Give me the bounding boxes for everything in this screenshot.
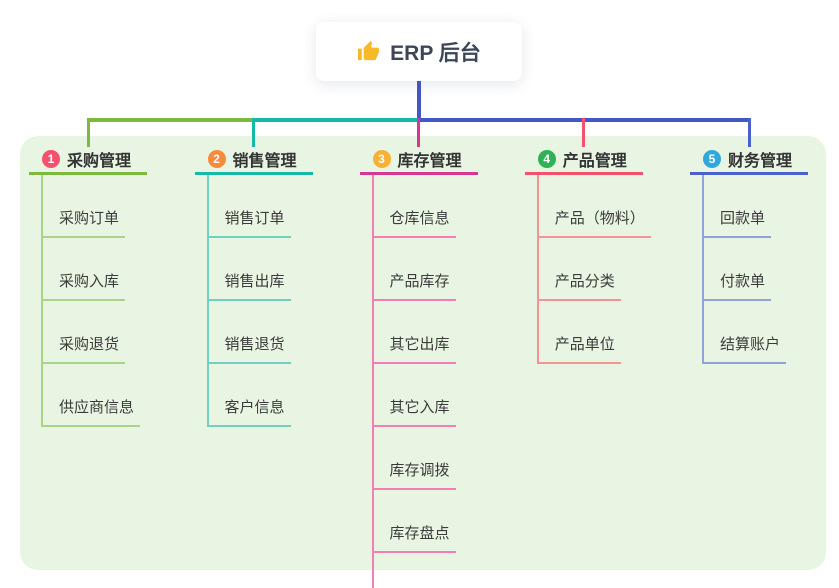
child-topic-label: 客户信息 — [224, 399, 285, 416]
branch-number-badge: 3 — [372, 150, 391, 168]
branch-topic[interactable]: 4 产品管理 — [524, 146, 643, 175]
child-topic[interactable]: 采购订单 — [43, 175, 126, 238]
child-topic[interactable]: 库存调拨 — [373, 427, 456, 490]
child-topic-label: 产品（物料） — [554, 210, 645, 227]
branch-number-badge: 5 — [703, 150, 721, 168]
child-topic[interactable]: 其它出库 — [373, 301, 456, 364]
child-topic[interactable]: 付款单 — [704, 238, 772, 301]
branch-drop-line — [582, 118, 586, 147]
root-drop-line — [417, 81, 421, 122]
branch-title: 销售管理 — [232, 153, 297, 170]
branch-number-badge: 2 — [207, 150, 226, 168]
child-topic[interactable]: 供应商信息 — [43, 364, 141, 427]
child-topic[interactable]: 结算账户 — [704, 301, 787, 364]
root-topic[interactable]: ERP 后台 — [316, 22, 522, 81]
child-topic-label: 库存调拨 — [389, 462, 450, 479]
child-topic-label: 其它入库 — [389, 399, 450, 416]
child-topic-label: 供应商信息 — [59, 399, 135, 416]
branch-children: 回款单付款单结算账户 — [702, 175, 808, 364]
branch-topic[interactable]: 2 销售管理 — [194, 146, 313, 175]
branch: 4 产品管理 产品（物料） 产品分类产品单位 — [524, 146, 651, 364]
child-topic[interactable]: 客户信息 — [208, 364, 291, 427]
thumbs-up-icon — [357, 40, 380, 63]
child-topic[interactable]: 出库库明细 — [374, 553, 471, 588]
branch-topic[interactable]: 5 财务管理 — [690, 146, 808, 175]
child-topic[interactable]: 其它入库 — [373, 364, 456, 427]
child-topic[interactable]: 产品单位 — [538, 301, 621, 364]
branch-topic[interactable]: 3 库存管理 — [359, 146, 478, 175]
branch-number-badge: 1 — [42, 150, 60, 168]
child-topic-label: 产品单位 — [554, 336, 615, 353]
branch: 3 库存管理 仓库信息产品库存其它出库其它入库库存调拨库存盘点出库库明细 — [359, 146, 478, 588]
branch-children: 产品（物料） 产品分类产品单位 — [536, 175, 651, 364]
child-topic[interactable]: 销售订单 — [208, 175, 291, 238]
branch: 5 财务管理 回款单付款单结算账户 — [690, 146, 808, 364]
child-topic[interactable]: 回款单 — [704, 175, 772, 238]
child-topic[interactable]: 仓库信息 — [373, 175, 456, 238]
branch-title: 采购管理 — [67, 153, 132, 170]
child-topic-label: 采购入库 — [59, 273, 120, 290]
connector-segment — [86, 118, 254, 122]
branch: 2 销售管理 销售订单销售出库销售退货客户信息 — [194, 146, 313, 427]
branch-children: 销售订单销售出库销售退货客户信息 — [206, 175, 313, 427]
child-topic[interactable]: 销售出库 — [208, 238, 291, 301]
branch-title: 产品管理 — [562, 153, 627, 170]
branch-children: 采购订单采购入库采购退货供应商信息 — [41, 175, 147, 427]
branch-drop-line — [747, 118, 751, 147]
child-topic-label: 库存盘点 — [389, 525, 450, 542]
branch-title: 财务管理 — [728, 153, 793, 170]
child-topic[interactable]: 产品库存 — [373, 238, 456, 301]
child-topic-label: 回款单 — [720, 210, 766, 227]
branch-drop-line — [252, 118, 255, 147]
branch-number-badge: 4 — [537, 150, 556, 168]
connector-segment — [252, 118, 419, 122]
branch-drop-line — [86, 118, 90, 147]
child-topic[interactable]: 采购退货 — [43, 301, 126, 364]
child-topic[interactable]: 采购入库 — [43, 238, 126, 301]
child-topic-label: 其它出库 — [389, 336, 450, 353]
child-topic-label: 仓库信息 — [389, 210, 450, 227]
child-topic[interactable]: 销售退货 — [208, 301, 291, 364]
child-topic-label: 付款单 — [720, 273, 766, 290]
child-topic[interactable]: 库存盘点 — [373, 490, 456, 553]
branch-children: 仓库信息产品库存其它出库其它入库库存调拨库存盘点出库库明细 — [371, 175, 478, 588]
child-topic-label: 采购订单 — [59, 210, 120, 227]
child-topic-label: 销售出库 — [224, 273, 285, 290]
child-topic-label: 销售退货 — [224, 336, 285, 353]
child-topic-label: 产品库存 — [389, 273, 450, 290]
branch-drop-line — [417, 118, 420, 147]
child-topic-label: 采购退货 — [59, 336, 120, 353]
child-topic[interactable]: 产品分类 — [538, 238, 621, 301]
root-topic-label: ERP 后台 — [390, 41, 481, 65]
branch-topic[interactable]: 1 采购管理 — [29, 146, 147, 175]
branches-background-panel — [20, 136, 826, 570]
child-topic-label: 销售订单 — [224, 210, 285, 227]
child-topic-label: 结算账户 — [720, 336, 781, 353]
child-topic-label: 产品分类 — [554, 273, 615, 290]
branch: 1 采购管理 采购订单采购入库采购退货供应商信息 — [29, 146, 147, 427]
branch-title: 库存管理 — [397, 153, 462, 170]
child-topic[interactable]: 产品（物料） — [538, 175, 651, 238]
